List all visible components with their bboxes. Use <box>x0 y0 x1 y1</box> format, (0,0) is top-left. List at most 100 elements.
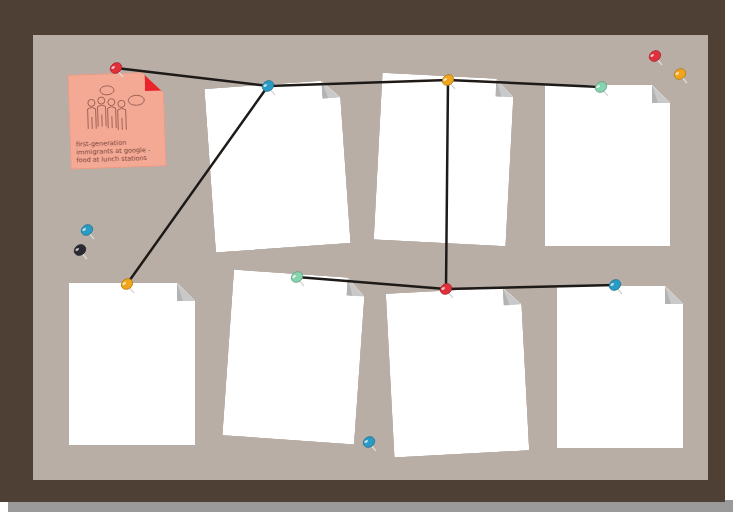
dog-ear <box>652 85 670 103</box>
pin-shine <box>596 84 601 88</box>
cork-surface <box>33 35 708 480</box>
people-sketch <box>79 83 151 137</box>
pin-head <box>607 277 623 292</box>
pin-needle <box>81 252 87 259</box>
paper-sheet <box>374 73 515 247</box>
fold-edge <box>346 278 353 296</box>
pin-group <box>72 48 688 451</box>
pin-head <box>672 66 688 81</box>
pin-needle <box>370 444 376 451</box>
push-pin <box>672 66 688 83</box>
dog-ear <box>495 79 514 98</box>
pin-shine <box>82 227 87 231</box>
push-pin <box>119 276 135 293</box>
pin-shine <box>122 281 127 285</box>
pin-needle <box>656 58 662 65</box>
pin-shine <box>443 77 448 81</box>
paper-sheet <box>545 85 670 246</box>
frame <box>0 0 725 502</box>
string-connector <box>268 80 448 86</box>
pin-shine <box>111 65 116 69</box>
pin-shine <box>75 247 80 251</box>
pin-head <box>108 60 124 75</box>
pin-head <box>119 276 135 291</box>
red-fold <box>144 72 163 91</box>
push-pin <box>79 222 95 239</box>
figure-body <box>118 108 127 130</box>
pin-head <box>72 242 88 257</box>
pin-shine <box>650 53 655 57</box>
fold-shade <box>665 286 683 304</box>
pin-head <box>79 222 95 237</box>
fold-shade <box>652 85 670 103</box>
push-pin <box>361 434 377 451</box>
pin-shine <box>263 83 268 87</box>
fold-edge <box>321 80 328 98</box>
push-pin <box>108 60 124 77</box>
push-pin <box>440 72 456 89</box>
paper-sheet <box>222 270 365 445</box>
dog-ear <box>346 278 365 297</box>
fold-shade <box>177 283 195 301</box>
dog-ear <box>321 79 340 98</box>
sticky-note: first-generation immigrants at google - … <box>67 71 166 169</box>
fold-shade <box>321 79 340 98</box>
pin-needle <box>269 88 275 95</box>
handwritten-note: first-generation immigrants at google - … <box>76 138 155 165</box>
push-pin <box>593 79 609 96</box>
pin-needle <box>616 287 622 294</box>
fold-edge <box>652 85 658 103</box>
speech-bubble <box>128 95 144 106</box>
pin-shine <box>364 439 369 443</box>
pin-head <box>260 78 276 93</box>
fold-edge <box>177 283 183 301</box>
string-connector <box>297 277 446 289</box>
pin-head <box>593 79 609 94</box>
pin-needle <box>117 70 123 77</box>
fold-shade <box>346 278 365 297</box>
string-group <box>116 68 615 289</box>
figure-body <box>97 105 106 127</box>
paper-sheet <box>69 283 195 445</box>
pin-shine <box>441 286 446 290</box>
pin-head <box>289 269 305 284</box>
string-connector <box>127 86 268 284</box>
pin-shine <box>292 274 297 278</box>
dog-ear <box>665 286 683 304</box>
figure-body <box>108 107 117 129</box>
push-pin <box>647 48 663 65</box>
pin-needle <box>449 82 455 89</box>
fold-shade <box>503 287 522 306</box>
pin-needle <box>298 279 304 286</box>
dog-ear <box>503 287 522 306</box>
fold-edge <box>503 287 510 305</box>
fold-edge <box>495 79 502 97</box>
pin-head <box>440 72 456 87</box>
pin-needle <box>602 89 608 96</box>
figure-head <box>98 97 105 104</box>
push-pin <box>607 277 623 294</box>
speech-bubble <box>100 86 114 95</box>
figure-head <box>88 99 95 106</box>
figure-head <box>118 100 125 107</box>
paper-sheet <box>557 286 683 448</box>
string-connector <box>446 80 448 289</box>
pin-head <box>438 281 454 296</box>
pin-head <box>361 434 377 449</box>
paper-sheet <box>386 287 529 458</box>
push-pin <box>438 281 454 298</box>
paper-sheet <box>204 79 350 252</box>
dog-ear <box>177 283 195 301</box>
pin-needle <box>128 286 134 293</box>
pin-shine <box>610 282 615 286</box>
pin-needle <box>447 291 453 298</box>
pin-needle <box>681 76 687 83</box>
push-pin <box>260 78 276 95</box>
push-pin <box>72 242 88 259</box>
figure-head <box>108 99 115 106</box>
string-connector <box>446 285 615 289</box>
string-connector <box>448 80 601 87</box>
note-corner <box>144 72 163 91</box>
figure-body <box>88 107 97 129</box>
